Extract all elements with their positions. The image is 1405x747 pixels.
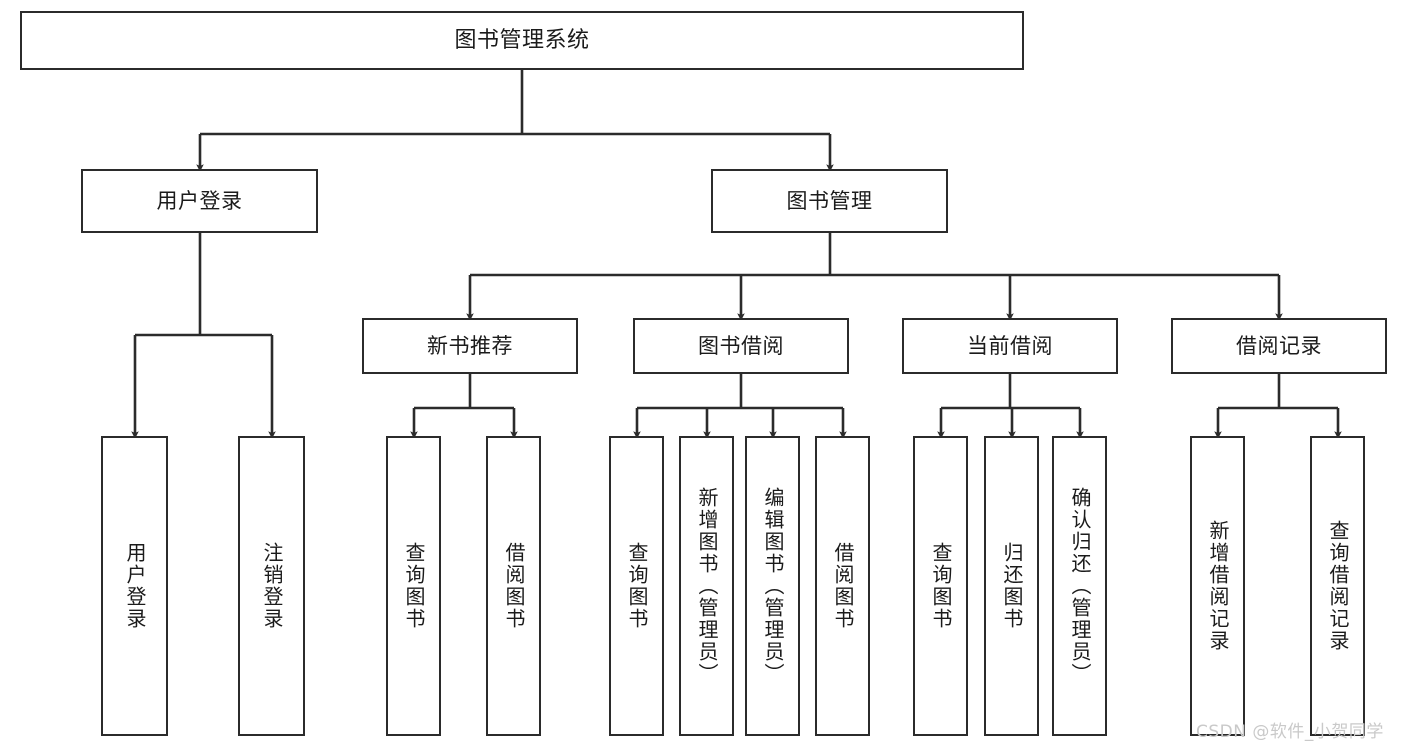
connector-layer [131,70,1342,439]
node-label-leaf-query-book-3: 查询图书 [929,542,953,630]
node-label-borrow-record: 借阅记录 [1236,333,1322,358]
node-leaf-add-book[interactable]: 新增图书（管理员） [679,436,734,736]
node-leaf-user-login[interactable]: 用户登录 [101,436,168,736]
node-leaf-query-book-1[interactable]: 查询图书 [386,436,441,736]
node-leaf-query-book-2[interactable]: 查询图书 [609,436,664,736]
node-label-leaf-user-login: 用户登录 [123,542,147,630]
node-leaf-query-book-3[interactable]: 查询图书 [913,436,968,736]
node-book-manage[interactable]: 图书管理 [711,169,948,233]
node-label-leaf-query-book-1: 查询图书 [402,542,426,630]
node-book-borrow[interactable]: 图书借阅 [633,318,849,374]
node-leaf-borrow-book-2[interactable]: 借阅图书 [815,436,870,736]
node-label-user-login: 用户登录 [156,188,243,213]
node-leaf-user-logout[interactable]: 注销登录 [238,436,305,736]
node-label-leaf-add-record: 新增借阅记录 [1206,520,1230,652]
node-user-login[interactable]: 用户登录 [81,169,318,233]
node-label-root: 图书管理系统 [454,27,590,53]
node-new-book-rec[interactable]: 新书推荐 [362,318,578,374]
node-leaf-edit-book[interactable]: 编辑图书（管理员） [745,436,800,736]
node-label-leaf-borrow-book-2: 借阅图书 [831,542,855,630]
node-leaf-confirm-return[interactable]: 确认归还（管理员） [1052,436,1107,736]
node-label-new-book-rec: 新书推荐 [427,333,513,358]
node-current-borrow[interactable]: 当前借阅 [902,318,1118,374]
node-label-leaf-return-book: 归还图书 [1000,542,1024,630]
node-borrow-record[interactable]: 借阅记录 [1171,318,1387,374]
node-leaf-add-record[interactable]: 新增借阅记录 [1190,436,1245,736]
node-label-book-manage: 图书管理 [786,188,873,213]
node-label-leaf-borrow-book-1: 借阅图书 [502,542,526,630]
node-label-leaf-confirm-return: 确认归还（管理员） [1068,487,1092,685]
node-leaf-query-record[interactable]: 查询借阅记录 [1310,436,1365,736]
node-label-leaf-query-record: 查询借阅记录 [1326,520,1350,652]
node-leaf-borrow-book-1[interactable]: 借阅图书 [486,436,541,736]
node-root[interactable]: 图书管理系统 [20,11,1024,70]
node-label-leaf-query-book-2: 查询图书 [625,542,649,630]
node-label-book-borrow: 图书借阅 [698,333,784,358]
node-label-leaf-user-logout: 注销登录 [260,542,284,630]
node-label-current-borrow: 当前借阅 [967,333,1053,358]
node-label-leaf-edit-book: 编辑图书（管理员） [761,487,785,685]
node-label-leaf-add-book: 新增图书（管理员） [695,487,719,685]
node-leaf-return-book[interactable]: 归还图书 [984,436,1039,736]
